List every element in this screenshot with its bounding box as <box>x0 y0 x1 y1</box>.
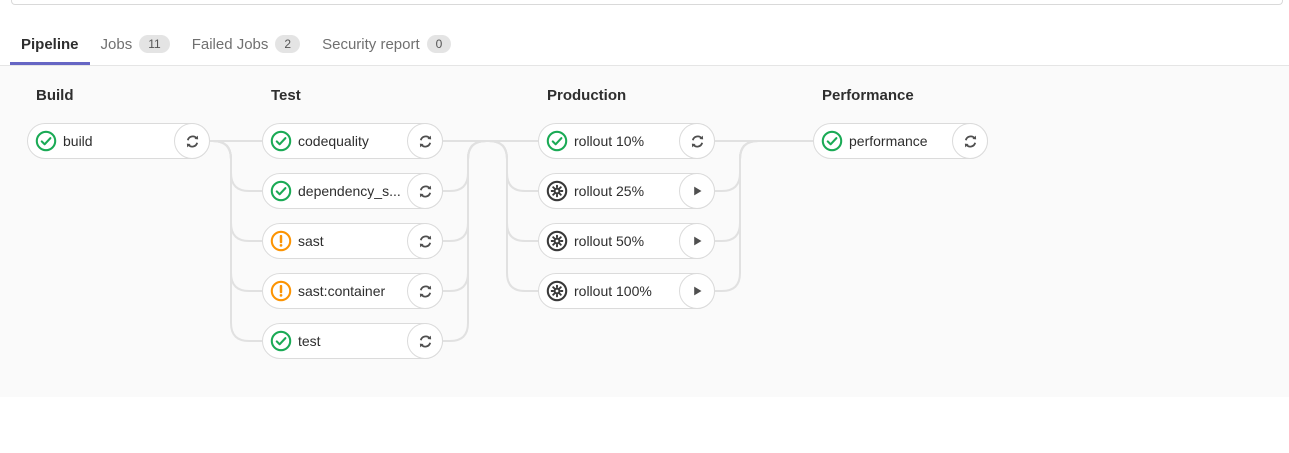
job-pill-rollout-25[interactable]: rollout 25% <box>538 173 715 209</box>
success-check-icon <box>821 130 843 152</box>
job-pill-rollout-100[interactable]: rollout 100% <box>538 273 715 309</box>
retry-job-button[interactable] <box>174 123 210 159</box>
job-label: rollout 10% <box>574 133 645 149</box>
job-pill-dependency-s[interactable]: dependency_s... <box>262 173 443 209</box>
pipeline-connector-lines <box>210 140 813 342</box>
job-label: test <box>298 333 321 349</box>
failed-jobs-count-badge: 2 <box>275 35 301 53</box>
tab-failed-jobs[interactable]: Failed Jobs 2 <box>181 5 311 65</box>
retry-job-button[interactable] <box>407 273 443 309</box>
job-pill-build[interactable]: build <box>27 123 210 159</box>
success-check-icon <box>270 180 292 202</box>
retry-job-button[interactable] <box>407 123 443 159</box>
play-job-button[interactable] <box>679 273 715 309</box>
manual-gear-icon <box>546 230 568 252</box>
retry-job-button[interactable] <box>407 173 443 209</box>
play-icon <box>689 283 705 299</box>
job-label: rollout 25% <box>574 183 645 199</box>
success-check-icon <box>270 130 292 152</box>
tab-label: Jobs <box>100 35 133 53</box>
manual-gear-icon <box>546 280 568 302</box>
play-icon <box>689 183 705 199</box>
retry-icon <box>417 183 434 200</box>
retry-icon <box>417 133 434 150</box>
job-pill-rollout-50[interactable]: rollout 50% <box>538 223 715 259</box>
retry-job-button[interactable] <box>407 223 443 259</box>
tab-jobs[interactable]: Jobs 11 <box>90 5 181 65</box>
job-label: rollout 100% <box>574 283 652 299</box>
stage-header-performance: Performance <box>822 87 914 104</box>
tab-label: Security report <box>322 35 420 53</box>
warning-exclamation-icon <box>270 280 292 302</box>
retry-icon <box>417 333 434 350</box>
jobs-count-badge: 11 <box>139 35 170 53</box>
retry-icon <box>417 283 434 300</box>
success-check-icon <box>546 130 568 152</box>
retry-icon <box>417 233 434 250</box>
job-label: build <box>63 133 93 149</box>
retry-job-button[interactable] <box>407 323 443 359</box>
pipeline-tab-bar: Pipeline Jobs 11 Failed Jobs 2 Security … <box>0 5 1289 66</box>
job-pill-performance[interactable]: performance <box>813 123 988 159</box>
tab-label: Pipeline <box>21 36 79 53</box>
job-label: performance <box>849 133 928 149</box>
success-check-icon <box>35 130 57 152</box>
retry-icon <box>689 133 706 150</box>
job-pill-sast[interactable]: sast <box>262 223 443 259</box>
warning-exclamation-icon <box>270 230 292 252</box>
stage-header-build: Build <box>36 87 74 104</box>
success-check-icon <box>270 330 292 352</box>
retry-job-button[interactable] <box>679 123 715 159</box>
play-icon <box>689 233 705 249</box>
job-pill-rollout-10[interactable]: rollout 10% <box>538 123 715 159</box>
job-pill-codequality[interactable]: codequality <box>262 123 443 159</box>
manual-gear-icon <box>546 180 568 202</box>
play-job-button[interactable] <box>679 173 715 209</box>
job-label: rollout 50% <box>574 233 645 249</box>
job-label: sast:container <box>298 283 386 299</box>
tab-label: Failed Jobs <box>191 35 269 53</box>
job-label: dependency_s... <box>298 183 401 199</box>
job-pill-sast-container[interactable]: sast:container <box>262 273 443 309</box>
job-pill-test[interactable]: test <box>262 323 443 359</box>
play-job-button[interactable] <box>679 223 715 259</box>
retry-job-button[interactable] <box>952 123 988 159</box>
retry-icon <box>962 133 979 150</box>
stage-header-test: Test <box>271 87 301 104</box>
pipeline-graph: Build build Test codequality dependency_… <box>0 66 1289 397</box>
tab-security-report[interactable]: Security report 0 <box>311 5 462 65</box>
job-label: sast <box>298 233 324 249</box>
security-report-count-badge: 0 <box>426 35 452 53</box>
stage-header-production: Production <box>547 87 627 104</box>
job-label: codequality <box>298 133 369 149</box>
tab-pipeline[interactable]: Pipeline <box>10 6 90 65</box>
top-panel-edge <box>11 0 1283 5</box>
retry-icon <box>184 133 201 150</box>
